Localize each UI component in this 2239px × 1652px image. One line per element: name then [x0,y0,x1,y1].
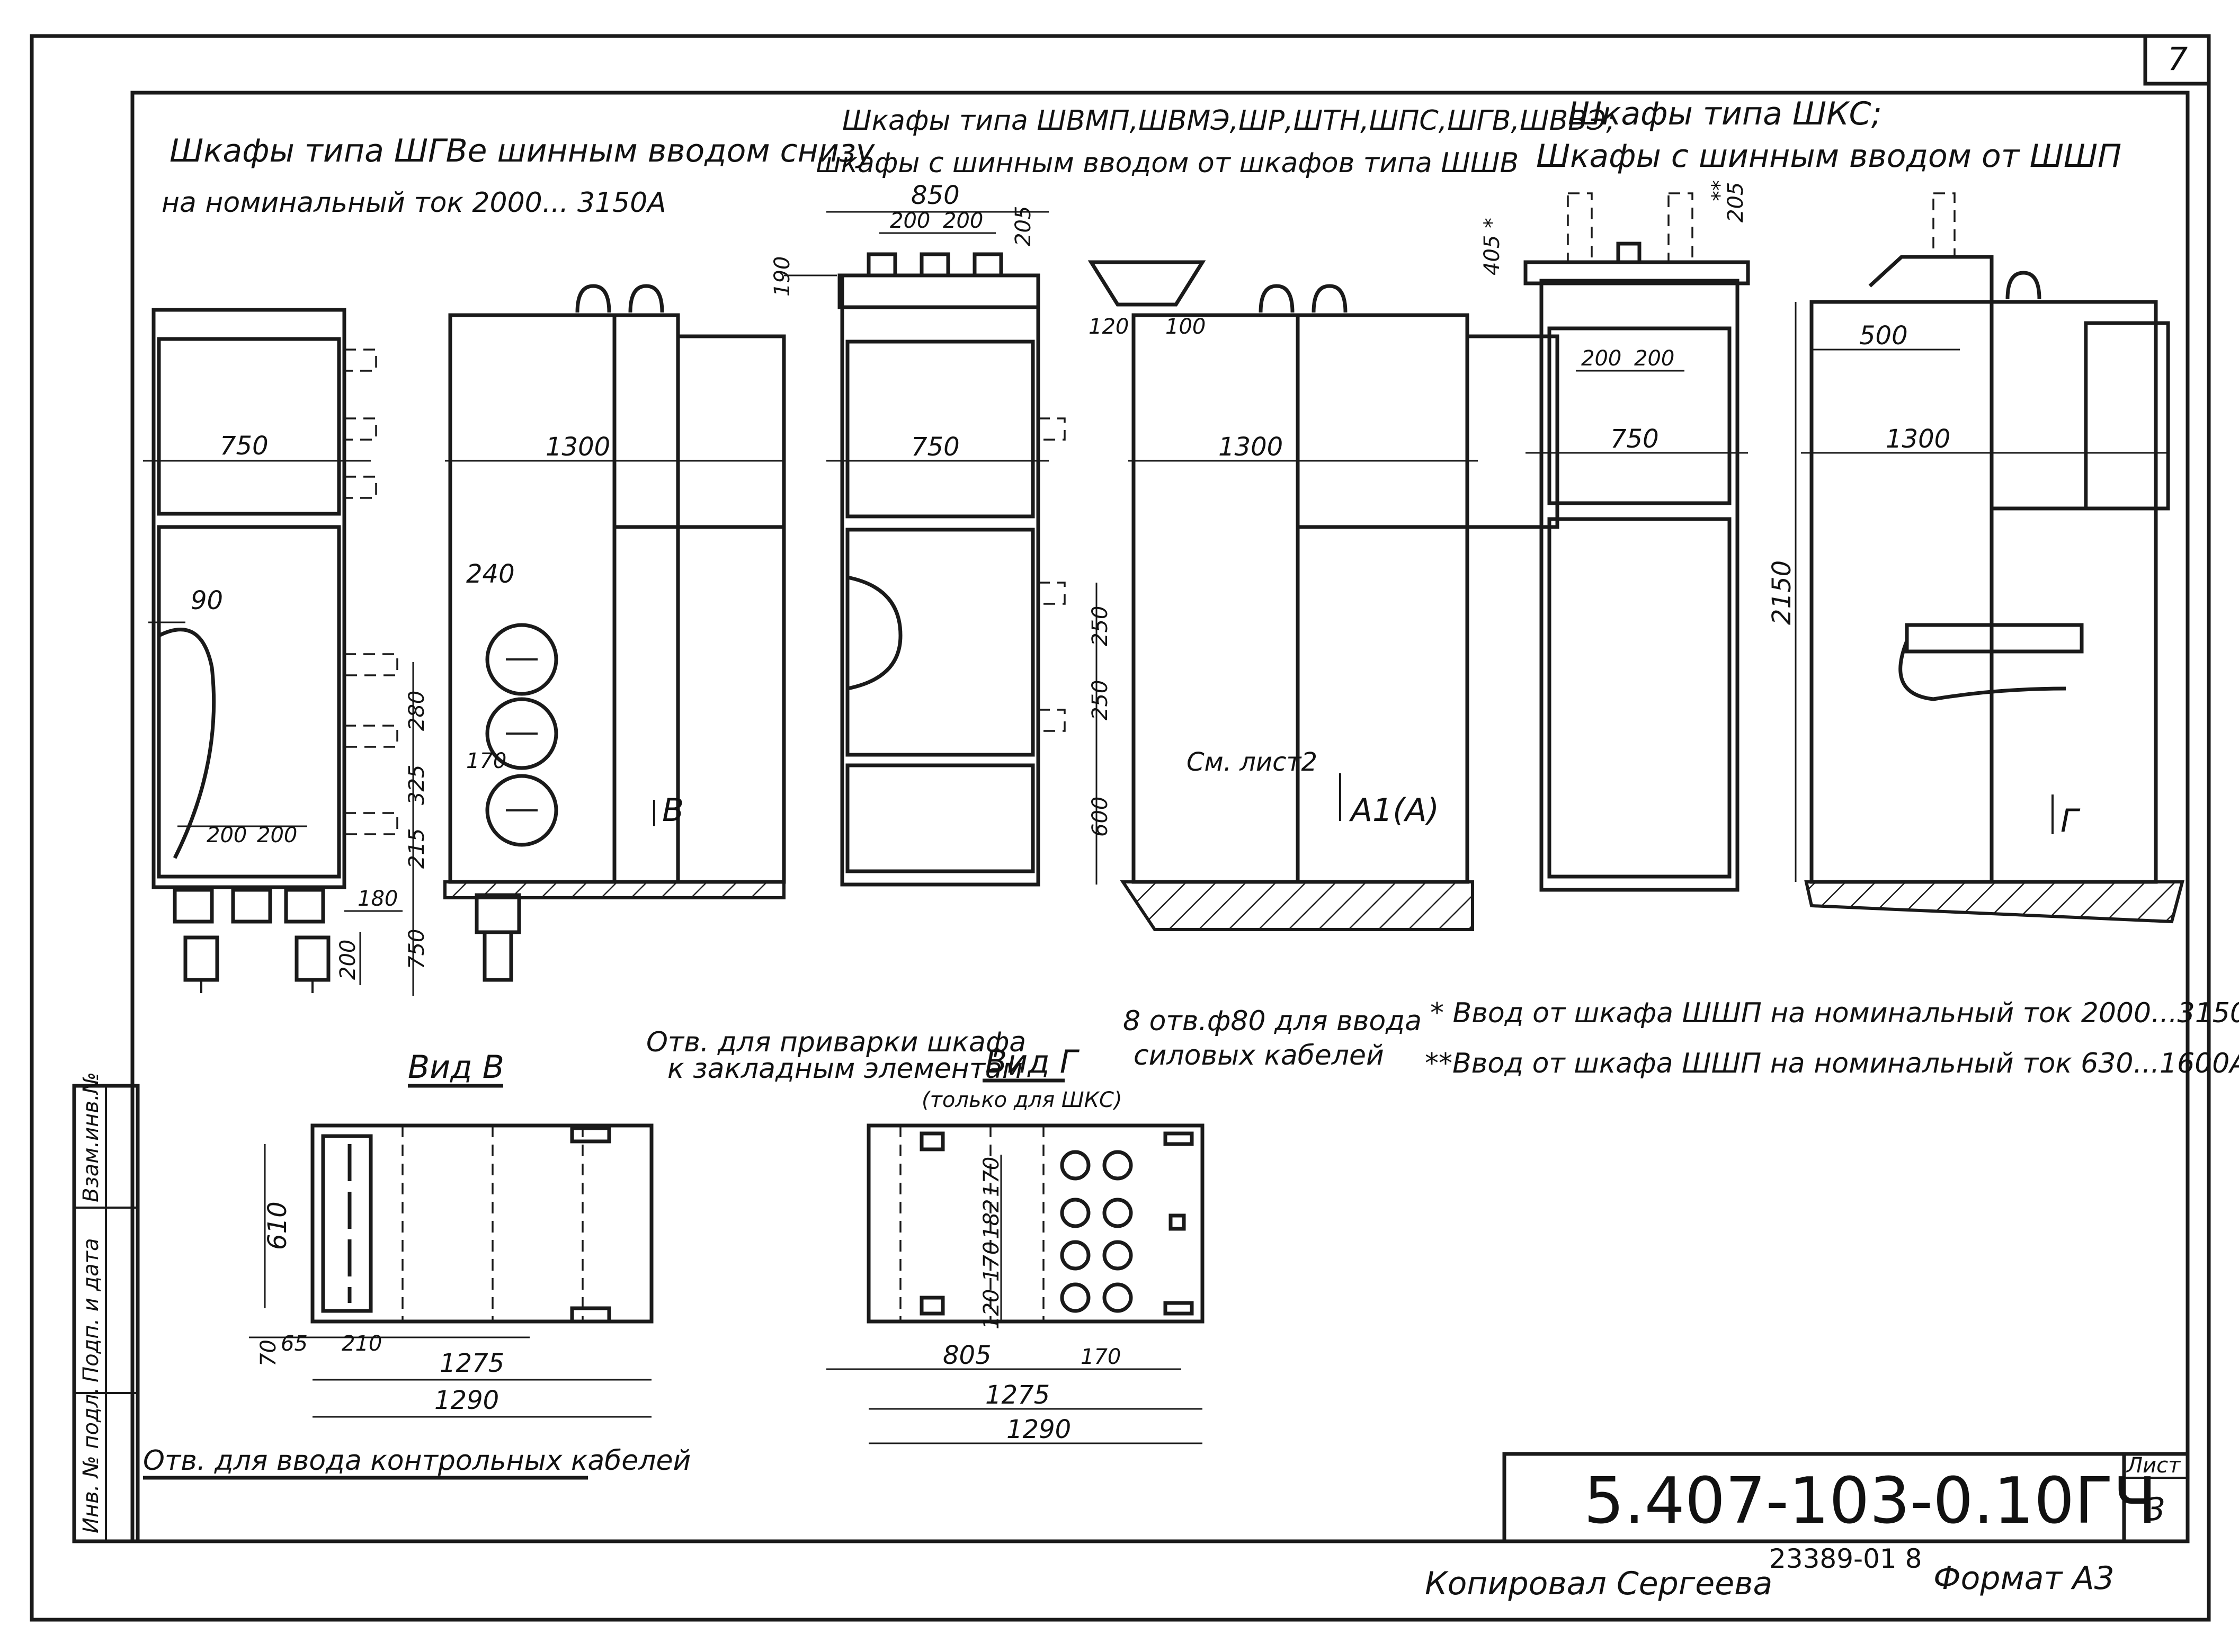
dim-1290-b: 1290 [1006,1415,1071,1444]
dim-1300-b: 1300 [1218,432,1283,462]
dim-70: 70 [256,1340,281,1367]
dim-1300-a: 1300 [546,432,610,462]
dim-200-e: 200 [943,209,983,233]
see-sheet: См. лист2 [1187,747,1317,777]
dim-750-c: 750 [911,432,960,462]
dim-500: 500 [1859,321,1908,351]
header-shks-line2: Шкафы с шинным вводом от ШШП [1536,138,2121,175]
title-block [1502,1452,2190,1543]
dim-180: 180 [358,887,398,911]
note-power-line2: силовых кабелей [1134,1040,1384,1071]
dim-170-d: 170 [1081,1345,1121,1369]
list-label: Лист [2126,1453,2181,1478]
header-shgv-line2: на номинальный ток 2000... 3150А [162,187,666,219]
cabinet-shv-front: 850 200 200 205 190 750 250 250 600 [770,181,1112,887]
dim-200-g: 200 [1634,346,1674,371]
view-title-b: Вид В [408,1049,504,1086]
dim-200-b: 200 [257,823,297,847]
dim-205-a: 205 [1011,206,1036,246]
dim-250-b: 250 [1088,680,1112,720]
dim-170-c: 170 [979,1242,1004,1282]
side-stamp: Инв. № подл. Подп. и дата Взам.инв.№ [72,1072,140,1543]
dim-215: 215 [405,828,429,869]
footnote-1: * Ввод от шкафа ШШП на номинальный ток 2… [1430,997,2239,1029]
view-title-g: Вид Г [985,1043,1080,1081]
dim-805: 805 [943,1341,992,1370]
header-shks-line1: Шкафы типа ШКС; [1568,95,1882,132]
dim-1300-c: 1300 [1886,424,1950,454]
dim-1290-a: 1290 [434,1386,499,1415]
dim-170-b: 170 [979,1157,1004,1197]
note-weld-only: (только для ШКС) [922,1088,1122,1112]
view-mark-b: В [662,792,684,829]
stamp-replace: Взам.инв.№ [79,1072,103,1202]
dim-190: 190 [770,256,795,297]
dim-610: 610 [263,1201,292,1250]
drawing-code: 5.407-103-0.10ГЧ [1584,1465,2157,1538]
dim-280: 280 [405,691,429,731]
view-g-plan: 170 182 170 120 805 170 1275 1290 [826,1123,1205,1444]
dim-200-a: 200 [207,823,247,847]
list-number: 3 [2145,1491,2165,1528]
cabinet-shgv-front: 750 90 200 200 280 325 215 750 180 200 [143,308,429,996]
header-shv-line1: Шкафы типа ШВМП,ШВМЭ,ШР,ШТН,ШПС,ШГВ,ШВВЭ… [842,105,1616,137]
dim-250-a: 250 [1088,606,1112,646]
view-mark-g: Г [2060,802,2081,840]
dim-182: 182 [979,1199,1004,1239]
archive-number: 23389-01 8 [1769,1543,1922,1574]
dim-200-d: 200 [890,209,930,233]
cabinet-shgv-side: 1300 240 170 В [443,284,786,982]
view-b-plan: 610 70 65 210 1275 1290 [249,1123,654,1418]
dim-240: 240 [466,559,515,589]
dim-205-b: 205 [1724,182,1748,222]
dim-90: 90 [191,586,223,615]
paper-format: Формат А3 [1933,1560,2115,1597]
dim-200-f: 200 [1581,346,1621,371]
sheet-number-box [2143,34,2211,86]
dim-750-b: 750 [405,929,429,969]
dim-65: 65 [281,1332,308,1356]
dim-210: 210 [342,1332,382,1356]
cabinet-shks-side: 500 1300 2150 Г [1767,192,2184,924]
dim-405: 405 * [1480,218,1504,275]
copied-by: Копировал Сергеева [1425,1565,1772,1602]
note-weld-line1: Отв. для приварки шкафа [646,1026,1026,1058]
dim-600: 600 [1088,797,1112,837]
dim-120-b: 120 [979,1289,1004,1329]
stamp-inv: Инв. № подл. [79,1387,103,1533]
dim-850: 850 [911,181,960,210]
dim-200-c: 200 [336,940,360,980]
cabinet-shv-side: 120 100 1300 См. лист2 А1(А) [1087,260,1559,931]
note-power-line1: 8 отв.ф80 для ввода [1123,1005,1422,1037]
dim-325: 325 [405,765,429,805]
header-shv-line2: шкафы с шинным вводом от шкафов типа ШШВ [816,147,1519,179]
note-control-cables: Отв. для ввода контрольных кабелей [143,1445,691,1477]
note-weld-line2: к закладным элементам [667,1053,1023,1085]
header-shgv-line1: Шкафы типа ШГВе шинным вводом снизу [170,132,876,169]
double-star: ** [1708,180,1732,201]
stamp-sign: Подп. и дата [79,1238,103,1382]
cabinet-shks-front: 405 * 205 ** 200 200 750 [1480,180,1750,892]
inner-frame [130,91,2190,1543]
dim-120-a: 120 [1089,315,1129,339]
dim-1275-b: 1275 [985,1380,1050,1410]
footnote-2: **Ввод от шкафа ШШП на номинальный ток 6… [1425,1048,2239,1079]
view-mark-a: А1(А) [1349,792,1439,829]
outer-frame [30,34,2211,1622]
sheet-number: 7 [2167,41,2188,78]
dim-170-a: 170 [466,749,506,773]
dim-750-d: 750 [1610,424,1659,454]
dim-100: 100 [1165,315,1206,339]
dim-1275-a: 1275 [440,1349,504,1378]
dim-750-a: 750 [220,431,269,461]
dim-2150: 2150 [1767,560,1797,625]
